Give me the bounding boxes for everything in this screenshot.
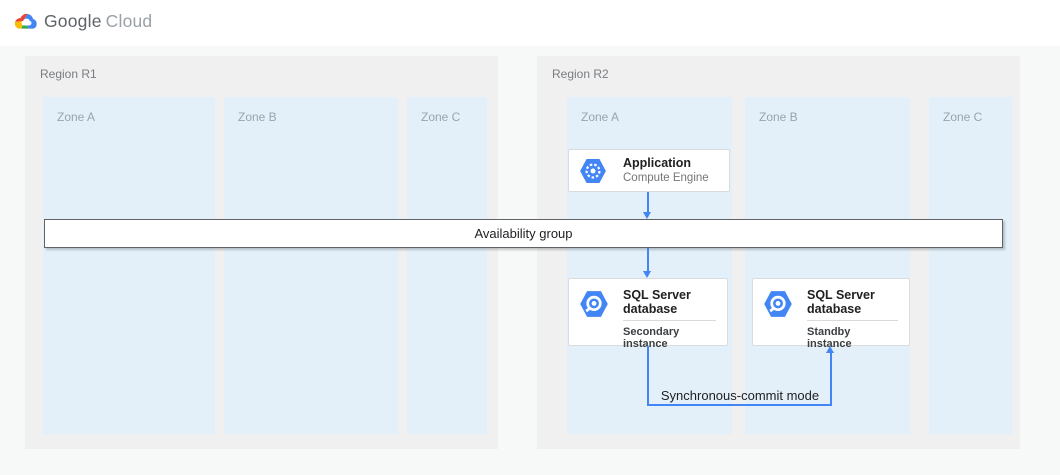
compute-engine-icon (580, 158, 606, 183)
arrow-band-to-sql-line (647, 248, 649, 271)
sync-connector-bottom-segment (647, 404, 832, 406)
cloud-sql-icon (580, 291, 608, 317)
application-card: Application Compute Engine (568, 149, 730, 192)
availability-group-label: Availability group (474, 226, 573, 241)
zone-label: Zone B (238, 110, 277, 124)
sql-secondary-card: SQL Server database Secondary instance (568, 278, 728, 350)
google-cloud-logo-icon (14, 13, 37, 29)
brand-cloud: Cloud (105, 11, 153, 31)
zone-label: Zone B (759, 110, 798, 124)
sync-connector-up-head (826, 346, 834, 353)
sql-standby-card: SQL Server database Standby instance (752, 278, 910, 350)
sql-standby-title: SQL Server database (807, 288, 875, 316)
application-card-subtitle: Compute Engine (623, 172, 709, 184)
region-r1-zone-a: Zone A (43, 97, 215, 434)
sync-connector-left-segment (647, 346, 649, 406)
arrow-app-to-band-line (647, 192, 649, 213)
zone-label: Zone C (421, 110, 461, 124)
application-card-title: Application (623, 156, 692, 170)
brand-google: Google (44, 11, 102, 31)
card-divider (623, 320, 716, 321)
zone-label: Zone A (57, 110, 96, 124)
sync-commit-label: Synchronous-commit mode (660, 388, 820, 403)
availability-group-band: Availability group (44, 219, 1003, 248)
region-r2-zone-a: Zone A (567, 97, 732, 434)
card-divider (807, 320, 898, 321)
sql-standby-instance-label: Standby instance (807, 326, 852, 350)
arrow-app-to-band-head (643, 212, 651, 219)
region-r1-zone-b: Zone B (224, 97, 398, 434)
region-r2-zone-c: Zone C (929, 97, 1012, 434)
region-r1-zone-c: Zone C (407, 97, 487, 434)
region-r2-label: Region R2 (552, 67, 609, 81)
zone-label: Zone A (581, 110, 620, 124)
sync-connector-right-segment (830, 352, 832, 405)
sql-secondary-title: SQL Server database (623, 288, 691, 316)
cloud-sql-icon (764, 291, 792, 317)
region-r2-zone-b: Zone B (745, 97, 910, 434)
sql-secondary-instance-label: Secondary instance (623, 326, 680, 350)
region-r1-label: Region R1 (40, 67, 97, 81)
zone-label: Zone C (943, 110, 983, 124)
arrow-band-to-sql-head (643, 271, 651, 278)
